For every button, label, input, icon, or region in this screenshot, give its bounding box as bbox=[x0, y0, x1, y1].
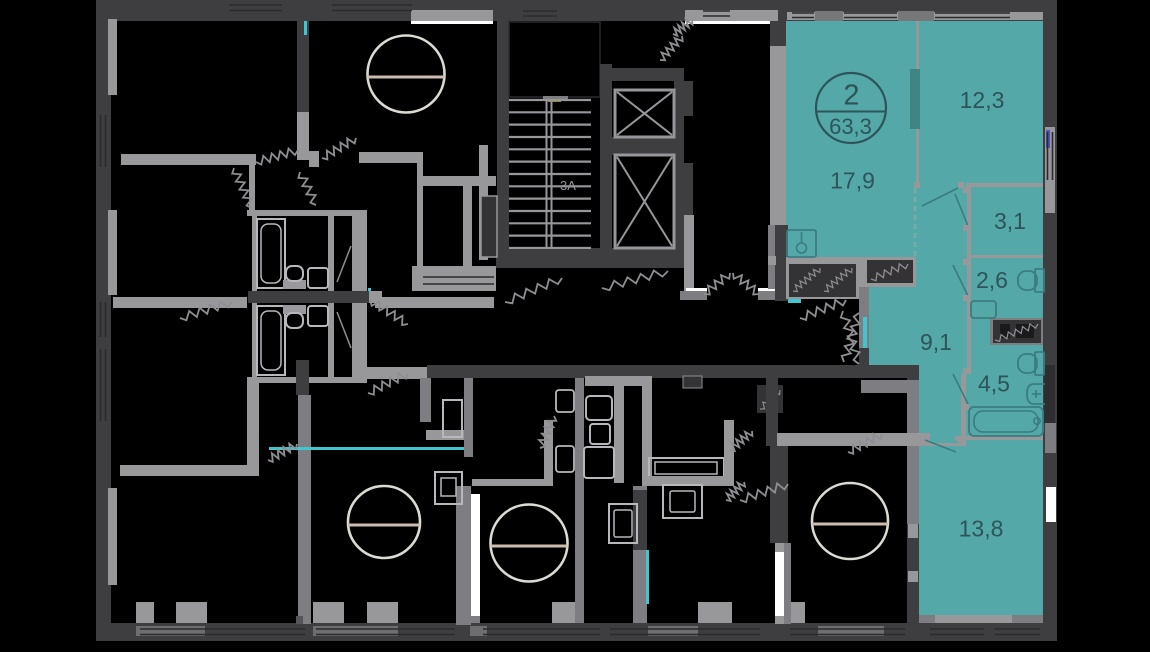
svg-text:9,1: 9,1 bbox=[920, 329, 952, 355]
svg-text:12,3: 12,3 bbox=[960, 87, 1005, 113]
svg-text:2: 2 bbox=[843, 80, 859, 112]
svg-text:63,3: 63,3 bbox=[829, 114, 872, 139]
svg-text:17,9: 17,9 bbox=[830, 168, 875, 194]
svg-text:13,8: 13,8 bbox=[959, 516, 1004, 542]
svg-text:2,6: 2,6 bbox=[976, 267, 1008, 293]
svg-text:3,1: 3,1 bbox=[994, 208, 1026, 234]
svg-text:4,5: 4,5 bbox=[978, 371, 1010, 397]
